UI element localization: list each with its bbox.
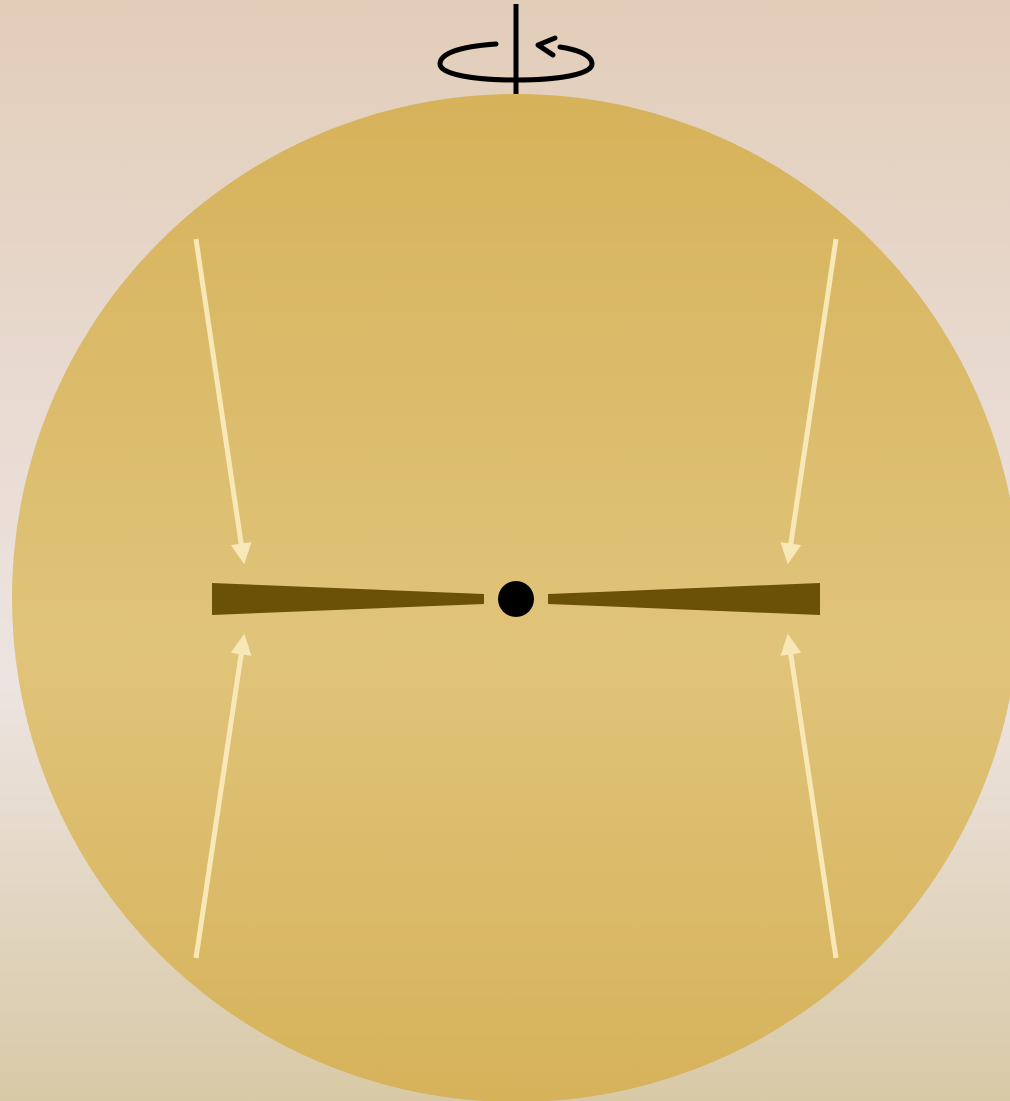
- central-protostar: [498, 581, 534, 617]
